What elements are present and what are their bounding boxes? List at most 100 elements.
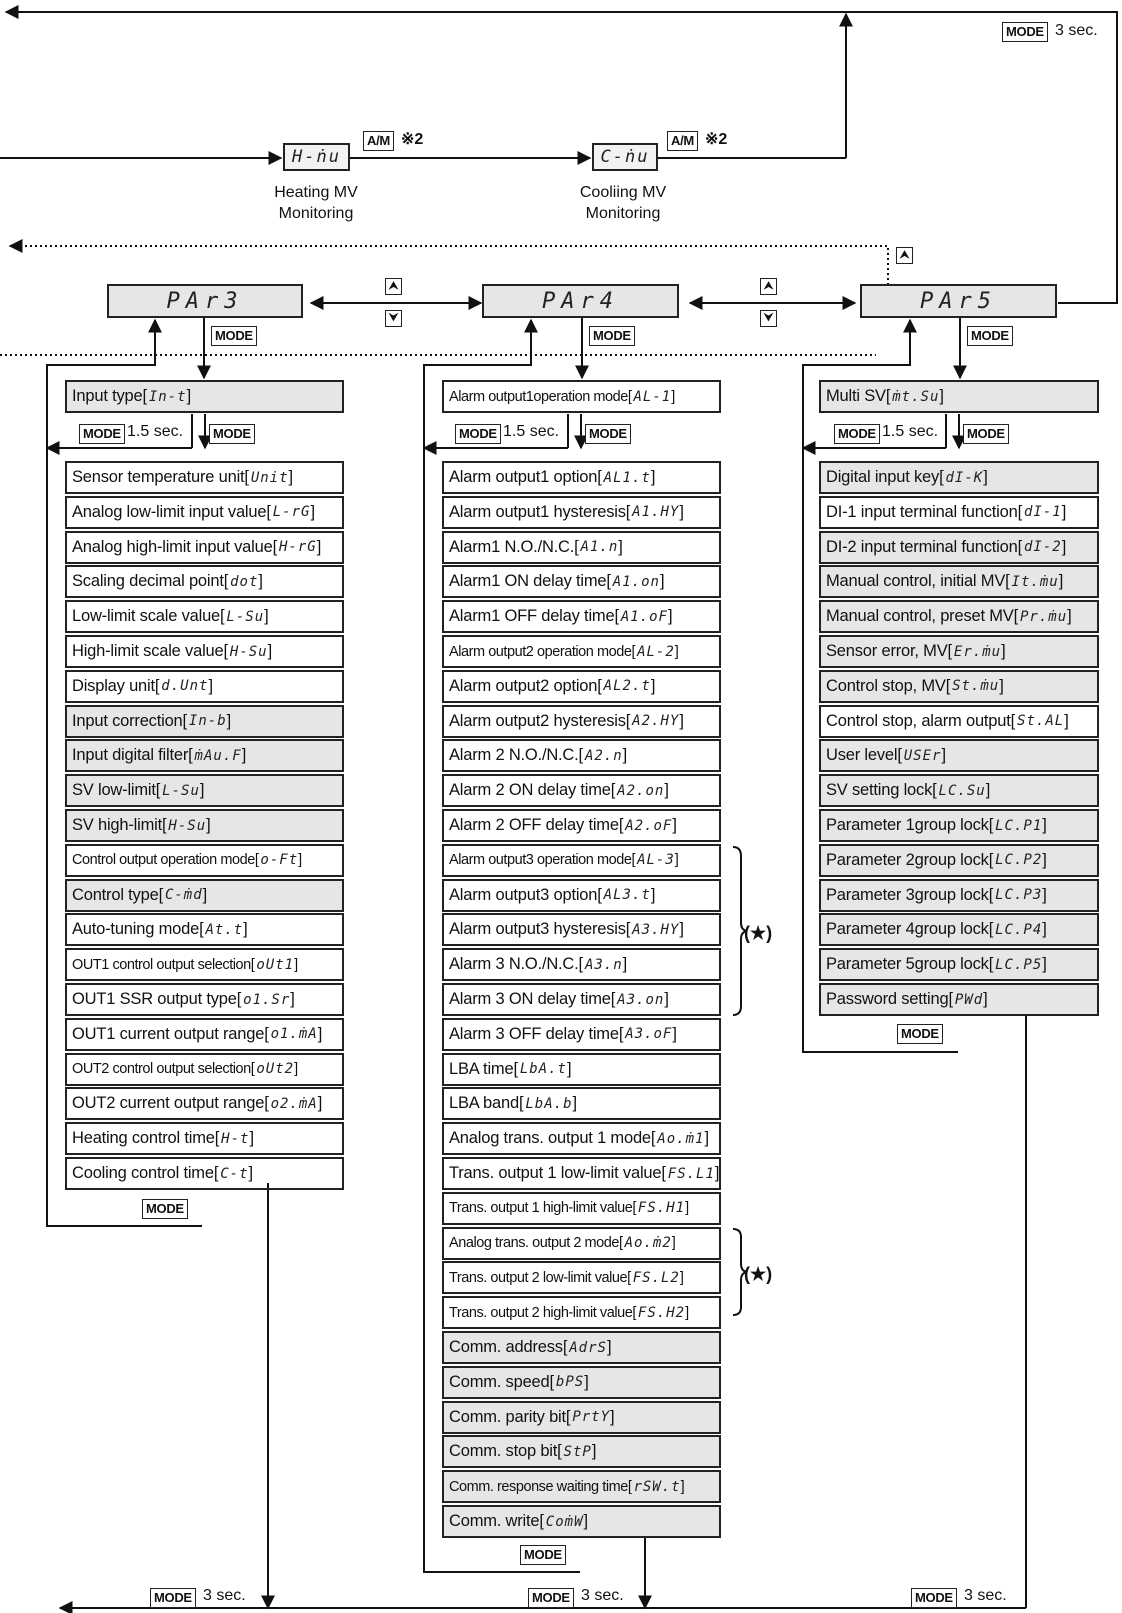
bracket-open: [ — [188, 746, 193, 765]
bracket-close: ] — [317, 1024, 323, 1043]
bracket-open: [ — [1005, 572, 1010, 591]
param-name: Cooling control time — [72, 1164, 214, 1182]
param-code: LC.P3 — [995, 887, 1043, 904]
par4-end-mode-key: MODE — [520, 1545, 566, 1565]
bracket-close: ] — [622, 746, 628, 765]
bracket-open: [ — [988, 850, 994, 869]
par3-end-mode-key: MODE — [142, 1199, 188, 1219]
bracket-close: ] — [310, 502, 315, 521]
bracket-open: [ — [597, 885, 602, 904]
param-name: Analog high-limit input value — [72, 537, 273, 556]
par4-param-13: Alarm output3 operation mode[AL-3] — [442, 843, 721, 877]
par3-param-11: SV low-limit[L-Su] — [65, 774, 344, 808]
param-code: A3.oF — [625, 1026, 673, 1043]
param-name: OUT1 SSR output type — [72, 990, 237, 1008]
bracket-open: [ — [158, 885, 164, 904]
param-code: AL-2 — [637, 643, 675, 660]
bracket-close: ] — [606, 1338, 612, 1356]
param-code: StP — [563, 1443, 592, 1460]
param-name: Alarm 3 ON delay time — [449, 990, 611, 1008]
par4-param-23: Trans. output 1 high-limit value[FS.H1] — [442, 1191, 721, 1225]
param-code: USEr — [903, 747, 942, 764]
bottom-time-2: 3 sec. — [581, 1587, 624, 1604]
bracket-open: [ — [597, 468, 602, 486]
par5-param-14: Parameter 3group lock[LC.P3] — [819, 878, 1099, 912]
param-name: Comm. parity bit — [449, 1407, 566, 1426]
param-code: Er.ṁu — [953, 643, 1002, 660]
par3-group-display: PAr3 — [107, 284, 303, 318]
top-mode-key: MODE — [1002, 22, 1048, 42]
param-code: H-Su — [229, 643, 268, 660]
param-name: Digital input key — [826, 468, 940, 486]
bottom-mode-key-1: MODE — [150, 1588, 196, 1608]
param-code: CoṁW — [545, 1513, 584, 1530]
bracket-close: ] — [1064, 711, 1069, 730]
param-code: L-rG — [272, 504, 311, 521]
bracket-open: [ — [618, 816, 624, 834]
bracket-open: [ — [182, 711, 188, 730]
bracket-close: ] — [294, 956, 298, 973]
bracket-close: ] — [1042, 920, 1047, 939]
par4-param-18: Alarm 3 OFF delay time[A3.oF] — [442, 1017, 721, 1051]
param-name: Manual control, preset MV — [826, 607, 1014, 626]
par4-group-display: PAr4 — [482, 284, 679, 318]
par3-param-19: OUT2 control output selection[oUt2] — [65, 1052, 344, 1086]
bracket-close: ] — [672, 816, 677, 834]
param-name: Sensor error, MV — [826, 642, 948, 660]
par4-param-22: Trans. output 1 low-limit value[FS.L1] — [442, 1157, 721, 1190]
par3-param-20: OUT2 current output range[o2.ṁA] — [65, 1087, 344, 1121]
bracket-close: ] — [226, 711, 232, 730]
cooling-am-key: A/M — [667, 131, 698, 151]
par3-param-8: Display unit[d.Unt] — [65, 669, 344, 703]
bracket-close: ] — [1042, 955, 1047, 974]
bracket-close: ] — [199, 781, 205, 800]
par5-param-13: Parameter 2group lock[LC.P2] — [819, 843, 1099, 877]
param-name: OUT2 current output range — [72, 1094, 265, 1113]
bracket-close: ] — [983, 468, 988, 486]
param-name: Alarm output3 operation mode — [449, 852, 632, 869]
param-code: d.Unt — [161, 678, 209, 695]
bracket-close: ] — [1061, 537, 1067, 556]
par5-hold-key: MODE — [834, 424, 880, 444]
par4-param-16: Alarm 3 N.O./N.C.[A3.n] — [442, 948, 721, 982]
param-name: User level — [826, 746, 898, 765]
par4-param-2: Alarm output1 option[AL1.t] — [442, 461, 721, 494]
bracket-open: [ — [627, 1269, 631, 1286]
param-name: OUT1 current output range — [72, 1024, 265, 1043]
bracket-close: ] — [674, 643, 679, 660]
par4-param-17: Alarm 3 ON delay time[A3.on] — [442, 983, 721, 1016]
bracket-open: [ — [264, 1024, 269, 1043]
param-code: A2.oF — [625, 817, 673, 834]
bracket-open: [ — [539, 1512, 544, 1530]
bottom-mode-key-3: MODE — [911, 1588, 957, 1608]
param-code: o-Ft — [260, 852, 299, 869]
bracket-close: ] — [671, 1235, 676, 1252]
par5-end-mode-key: MODE — [897, 1024, 943, 1044]
param-name: Parameter 1group lock — [826, 816, 989, 834]
bottom-time-3: 3 sec. — [964, 1587, 1007, 1604]
par4-param-6: Alarm1 OFF delay time[A1.oF] — [442, 600, 721, 634]
param-name: Alarm 3 OFF delay time — [449, 1024, 619, 1043]
param-name: Alarm1 OFF delay time — [449, 607, 615, 626]
top-mode-time: 3 sec. — [1055, 22, 1098, 39]
param-name: Alarm 2 OFF delay time — [449, 816, 619, 834]
bracket-close: ] — [186, 387, 192, 405]
bracket-close: ] — [1061, 502, 1067, 521]
param-name: Comm. stop bit — [449, 1442, 558, 1461]
bracket-close: ] — [288, 468, 294, 486]
param-name: Heating control time — [72, 1129, 215, 1148]
param-code: A1.on — [612, 573, 660, 590]
par4-hold-time: 1.5 sec. — [503, 423, 560, 440]
bracket-open: [ — [631, 643, 636, 660]
param-code: dI-1 — [1023, 504, 1062, 521]
par5-param-8: Control stop, MV[St.ṁu] — [819, 669, 1099, 703]
bracket-open: [ — [1017, 537, 1023, 556]
bracket-open: [ — [549, 1372, 555, 1391]
par4-param-5: Alarm1 ON delay time[A1.on] — [442, 565, 721, 599]
bottom-time-1: 3 sec. — [203, 1587, 246, 1604]
param-code: H-Su — [168, 817, 207, 834]
bracket-open: [ — [627, 388, 632, 405]
bracket-close: ] — [583, 1512, 589, 1530]
param-name: Control stop, MV — [826, 676, 946, 695]
bracket-close: ] — [618, 537, 623, 556]
